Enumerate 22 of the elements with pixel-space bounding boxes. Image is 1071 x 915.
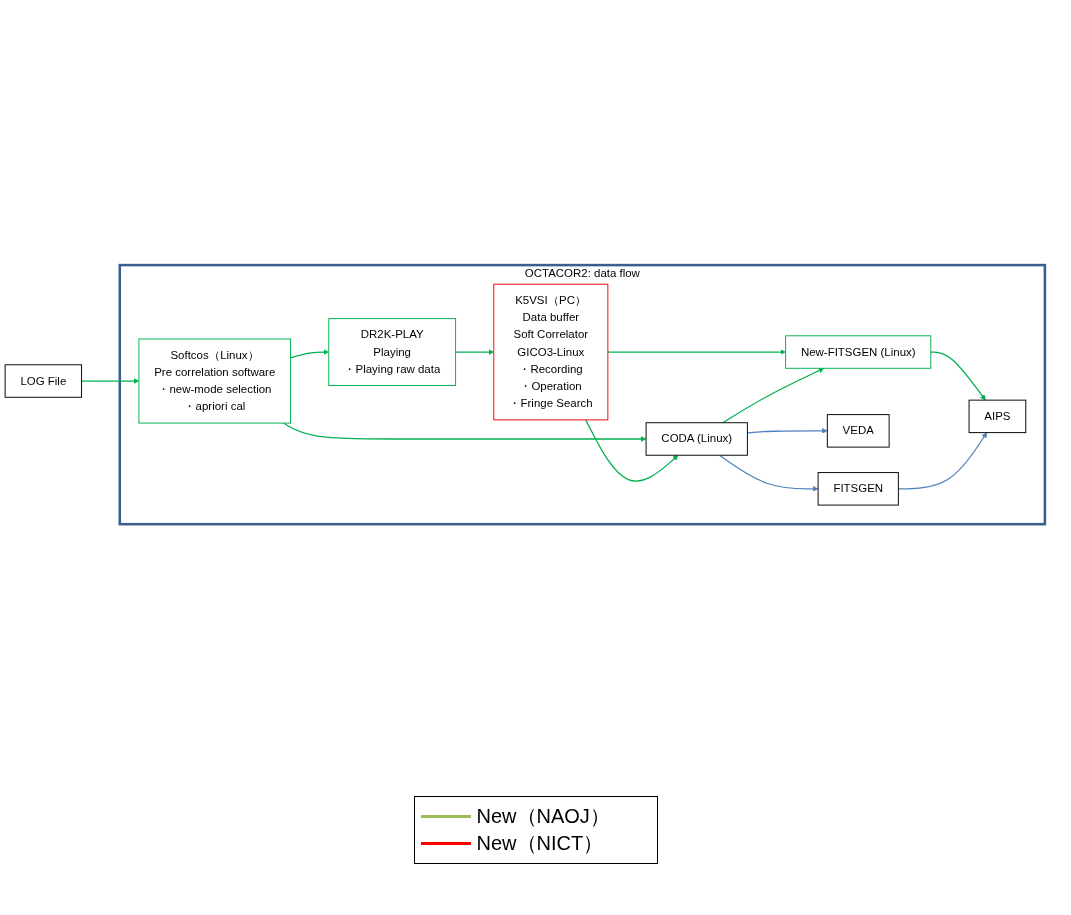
arrow	[930, 351, 986, 401]
node-box: VEDA	[826, 414, 890, 448]
arrow	[585, 419, 679, 483]
node-box: K5VSI（PC） Data buffer Soft Correlator GICO3-Linux ・Recording ・Operation ・Fringe Search	[493, 284, 609, 421]
node-box: LOG File	[4, 364, 83, 399]
arrow	[282, 422, 647, 443]
node-box: DR2K-PLAY Playing ・Playing raw data	[328, 318, 457, 387]
legend-text: New（NAOJ）	[476, 804, 610, 829]
arrow	[454, 349, 495, 356]
arrow	[80, 378, 140, 385]
node-box: CODA (Linux)	[645, 422, 748, 457]
node-box: FITSGEN	[817, 472, 899, 506]
arrow	[289, 349, 330, 359]
arrow	[897, 432, 988, 490]
arrow	[718, 454, 819, 492]
node-box: New-FITSGEN (Linux)	[785, 335, 932, 370]
arrow	[607, 349, 786, 356]
legend-text: New（NICT）	[476, 831, 604, 856]
node-box: Softcos（Linux） Pre correlation software ・new-mode selection ・apriori cal	[138, 338, 292, 424]
arrow	[746, 428, 828, 435]
arrow	[722, 368, 825, 424]
node-box: AIPS	[968, 400, 1027, 434]
